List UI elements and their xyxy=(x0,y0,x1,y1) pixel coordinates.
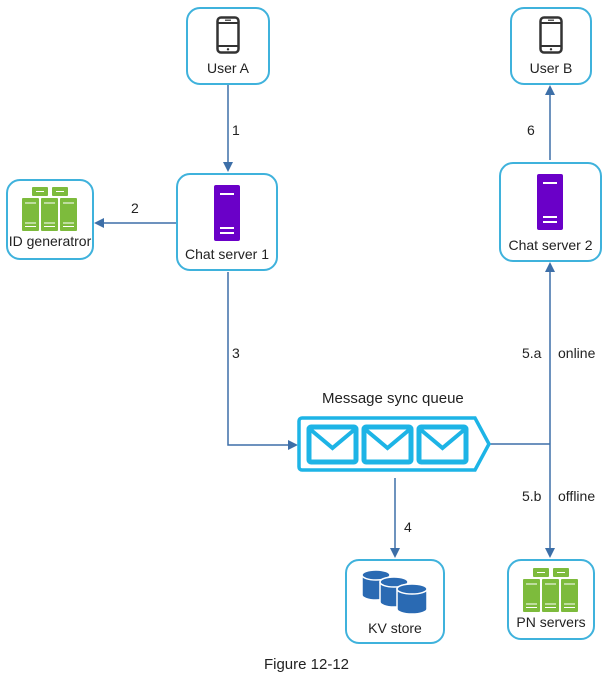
server-icon xyxy=(214,185,240,241)
envelope-icon xyxy=(306,424,359,465)
server-icon xyxy=(537,174,563,230)
node-message-sync-queue[interactable] xyxy=(297,415,493,473)
node-chat-server-2-label: Chat server 2 xyxy=(508,237,593,253)
node-user-b-label: User B xyxy=(529,60,573,76)
node-user-b[interactable]: User B xyxy=(510,7,592,85)
edge-4-label: 4 xyxy=(404,519,412,535)
node-kv-store[interactable]: KV store xyxy=(345,559,445,644)
edge-1-label: 1 xyxy=(232,122,240,138)
edge-5b-label: 5.b xyxy=(522,488,542,504)
envelope-icon xyxy=(361,424,414,465)
edge-5a-condition: online xyxy=(558,345,596,361)
database-icon xyxy=(361,569,428,615)
server-cluster-icon xyxy=(22,187,77,231)
envelope-icon xyxy=(416,424,469,465)
edge-5a-label: 5.a xyxy=(522,345,542,361)
node-pn-servers[interactable]: PN servers xyxy=(507,559,595,640)
smartphone-icon xyxy=(539,16,563,54)
figure-caption: Figure 12-12 xyxy=(263,656,350,673)
node-chat-server-1[interactable]: Chat server 1 xyxy=(176,173,278,271)
node-id-generator-label: ID generatror xyxy=(8,233,92,249)
node-chat-server-1-label: Chat server 1 xyxy=(184,246,270,262)
node-kv-store-label: KV store xyxy=(368,620,422,636)
message-queue-icon xyxy=(297,416,491,472)
node-id-generator[interactable]: ID generatror xyxy=(6,179,94,260)
edge-3 xyxy=(227,272,298,450)
node-chat-server-2[interactable]: Chat server 2 xyxy=(499,162,602,262)
edge-5b-condition: offline xyxy=(558,488,596,504)
edge-2-label: 2 xyxy=(131,200,139,216)
server-cluster-icon xyxy=(523,568,578,612)
message-sync-queue-label: Message sync queue xyxy=(322,390,464,407)
smartphone-icon xyxy=(216,16,240,54)
edge-6-label: 6 xyxy=(527,122,535,138)
edge-3-label: 3 xyxy=(232,345,240,361)
node-user-a-label: User A xyxy=(206,60,249,76)
node-pn-servers-label: PN servers xyxy=(516,614,586,630)
node-user-a[interactable]: User A xyxy=(186,7,270,85)
